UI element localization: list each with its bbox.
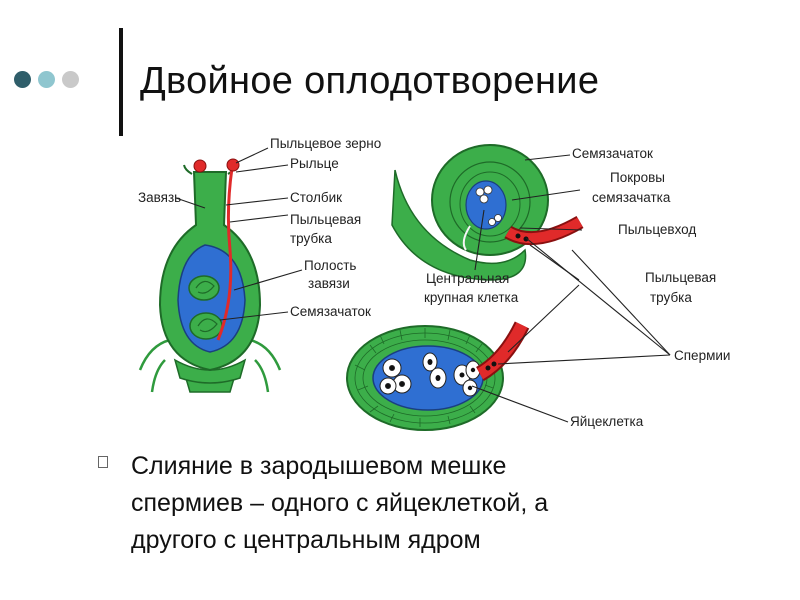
pistil-illustration	[138, 158, 282, 393]
ovule-upper	[188, 275, 220, 301]
label-egg-cell: Яйцеклетка	[570, 414, 644, 429]
label-pollen-tube-1b: трубка	[290, 231, 332, 246]
label-ovule-1: Семязачаток	[290, 304, 371, 319]
label-central-cell-a: Центральная	[426, 271, 509, 286]
label-style: Столбик	[290, 190, 342, 205]
label-pollen-grain: Пыльцевое зерно	[270, 136, 381, 151]
bullet-line-3: другого с центральным ядром	[131, 526, 481, 554]
ovule-lower	[189, 312, 223, 340]
label-ovary-cavity-a: Полость	[304, 258, 356, 273]
leader-lines	[175, 147, 671, 423]
bullet-line-1: Слияние в зародышевом мешке	[131, 452, 507, 480]
label-central-cell-b: крупная клетка	[424, 290, 519, 305]
double-fertilization-diagram: Пыльцевое зерно Рыльце Завязь Столбик Пы…	[138, 136, 730, 431]
label-integuments-a: Покровы	[610, 170, 665, 185]
diagram-labels: Пыльцевое зерно Рыльце Завязь Столбик Пы…	[138, 136, 730, 429]
label-micropyle: Пыльцевход	[618, 222, 696, 237]
dot-dark	[14, 71, 31, 88]
embryo-sac-illustration	[346, 321, 530, 431]
label-stigma: Рыльце	[290, 156, 339, 171]
label-sperms: Спермии	[674, 348, 730, 363]
bullet-line-2: спермиев – одного с яйцеклеткой, а	[131, 489, 549, 517]
ovule-illustration	[391, 144, 584, 281]
title-divider	[119, 28, 123, 136]
label-ovary: Завязь	[138, 190, 181, 205]
dot-gray	[62, 71, 79, 88]
square-bullet-icon	[98, 456, 108, 468]
bullet-point: Слияние в зародышевом мешке спермиев – о…	[98, 448, 788, 559]
bullet-text: Слияние в зародышевом мешке спермиев – о…	[131, 448, 788, 559]
label-ovule-2: Семязачаток	[572, 146, 653, 161]
label-integuments-b: семязачатка	[592, 190, 671, 205]
dot-light-blue	[38, 71, 55, 88]
label-pollen-tube-2a: Пыльцевая	[645, 270, 716, 285]
label-pollen-tube-2b: трубка	[650, 290, 692, 305]
label-ovary-cavity-b: завязи	[308, 276, 350, 291]
label-pollen-tube-1a: Пыльцевая	[290, 212, 361, 227]
page-title: Двойное оплодотворение	[140, 60, 600, 102]
decorative-dots	[14, 71, 79, 88]
